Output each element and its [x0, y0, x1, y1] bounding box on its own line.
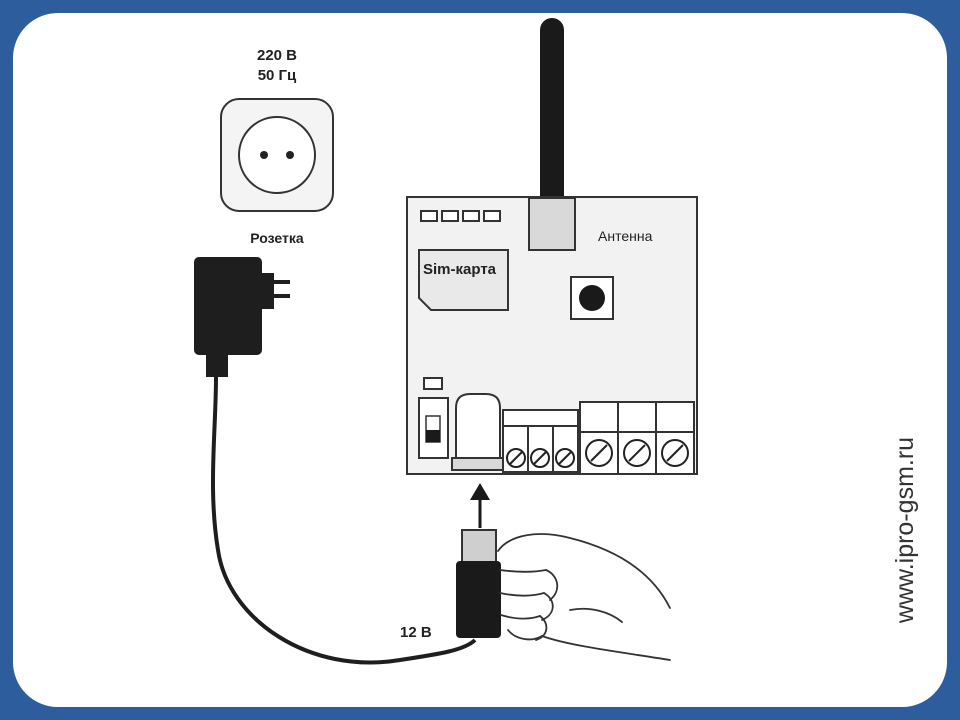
socket-hole-left: [260, 151, 268, 159]
adapter-pin-top: [274, 280, 290, 284]
mains-voltage-label: 220 В: [257, 47, 297, 64]
terminal-screw-large-1: [585, 439, 613, 467]
dc-plug: [456, 529, 501, 638]
wall-socket: [220, 98, 334, 212]
sim-card-slot: [418, 249, 509, 311]
socket-hole-right: [286, 151, 294, 159]
mains-frequency-label: 50 Гц: [258, 67, 297, 84]
dip-switch-lever: [426, 430, 440, 442]
dip-switch: [418, 397, 449, 459]
led-indicator-4: [483, 210, 501, 222]
sim-card-label: Sim-карта: [423, 261, 497, 278]
small-indicator: [423, 377, 443, 390]
hand-illustration: [497, 533, 671, 661]
diagram-frame: 220 В 50 Гц Розетка: [7, 7, 953, 713]
led-indicator-2: [441, 210, 459, 222]
watermark-url: www.ipro-gsm.ru: [891, 437, 919, 624]
antenna-whip: [540, 18, 564, 208]
adapter-voltage-label: 12 В: [400, 624, 432, 641]
gsm-device: [406, 18, 698, 475]
led-indicator-1: [420, 210, 438, 222]
dc-plug-body: [456, 561, 501, 638]
antenna-label: Антенна: [598, 228, 653, 244]
dc-plug-tip: [461, 529, 497, 563]
adapter-pin-bottom: [274, 294, 290, 298]
power-jack: [455, 393, 501, 467]
connection-diagram: 220 В 50 Гц Розетка: [7, 7, 953, 713]
antenna-connector: [528, 197, 576, 251]
terminal-screw-small-1: [506, 448, 526, 468]
terminal-screw-large-3: [661, 439, 689, 467]
device-button-cap: [579, 285, 605, 311]
terminal-screw-small-3: [555, 448, 575, 468]
power-adapter: [194, 257, 290, 377]
power-jack-base: [451, 457, 505, 471]
terminal-screw-small-2: [530, 448, 550, 468]
socket-label: Розетка: [250, 230, 304, 246]
terminal-screw-large-2: [623, 439, 651, 467]
arrow-up-icon: [470, 483, 490, 528]
adapter-cable: [210, 376, 477, 665]
led-indicator-3: [462, 210, 480, 222]
terminal-block-small-top: [502, 409, 579, 427]
